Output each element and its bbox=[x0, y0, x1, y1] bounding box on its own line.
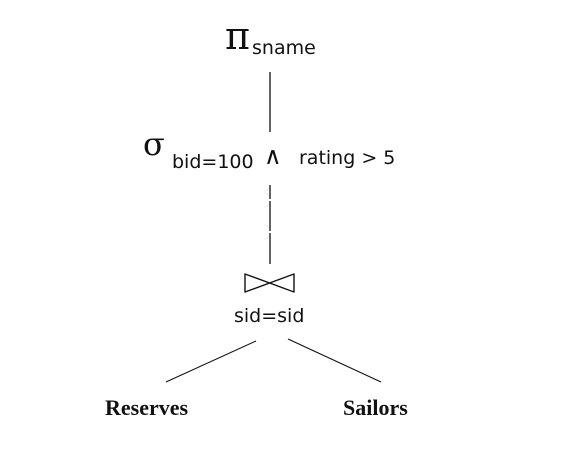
selection-symbol: σ bbox=[143, 125, 165, 163]
selection-and-operator: ∧ bbox=[264, 142, 282, 170]
relation-sailors: Sailors bbox=[343, 395, 408, 420]
projection-attribute: sname bbox=[252, 37, 316, 59]
relation-reserves: Reserves bbox=[105, 395, 189, 420]
projection-symbol: π bbox=[225, 14, 250, 58]
edge-join-sailors bbox=[287, 338, 382, 383]
join-condition: sid=sid bbox=[234, 305, 305, 327]
join-bowtie-icon bbox=[244, 273, 295, 293]
selection-condition-rating: rating > 5 bbox=[299, 147, 396, 169]
edge-join-reserves bbox=[165, 340, 257, 383]
selection-condition-bid: bid=100 bbox=[172, 151, 254, 173]
